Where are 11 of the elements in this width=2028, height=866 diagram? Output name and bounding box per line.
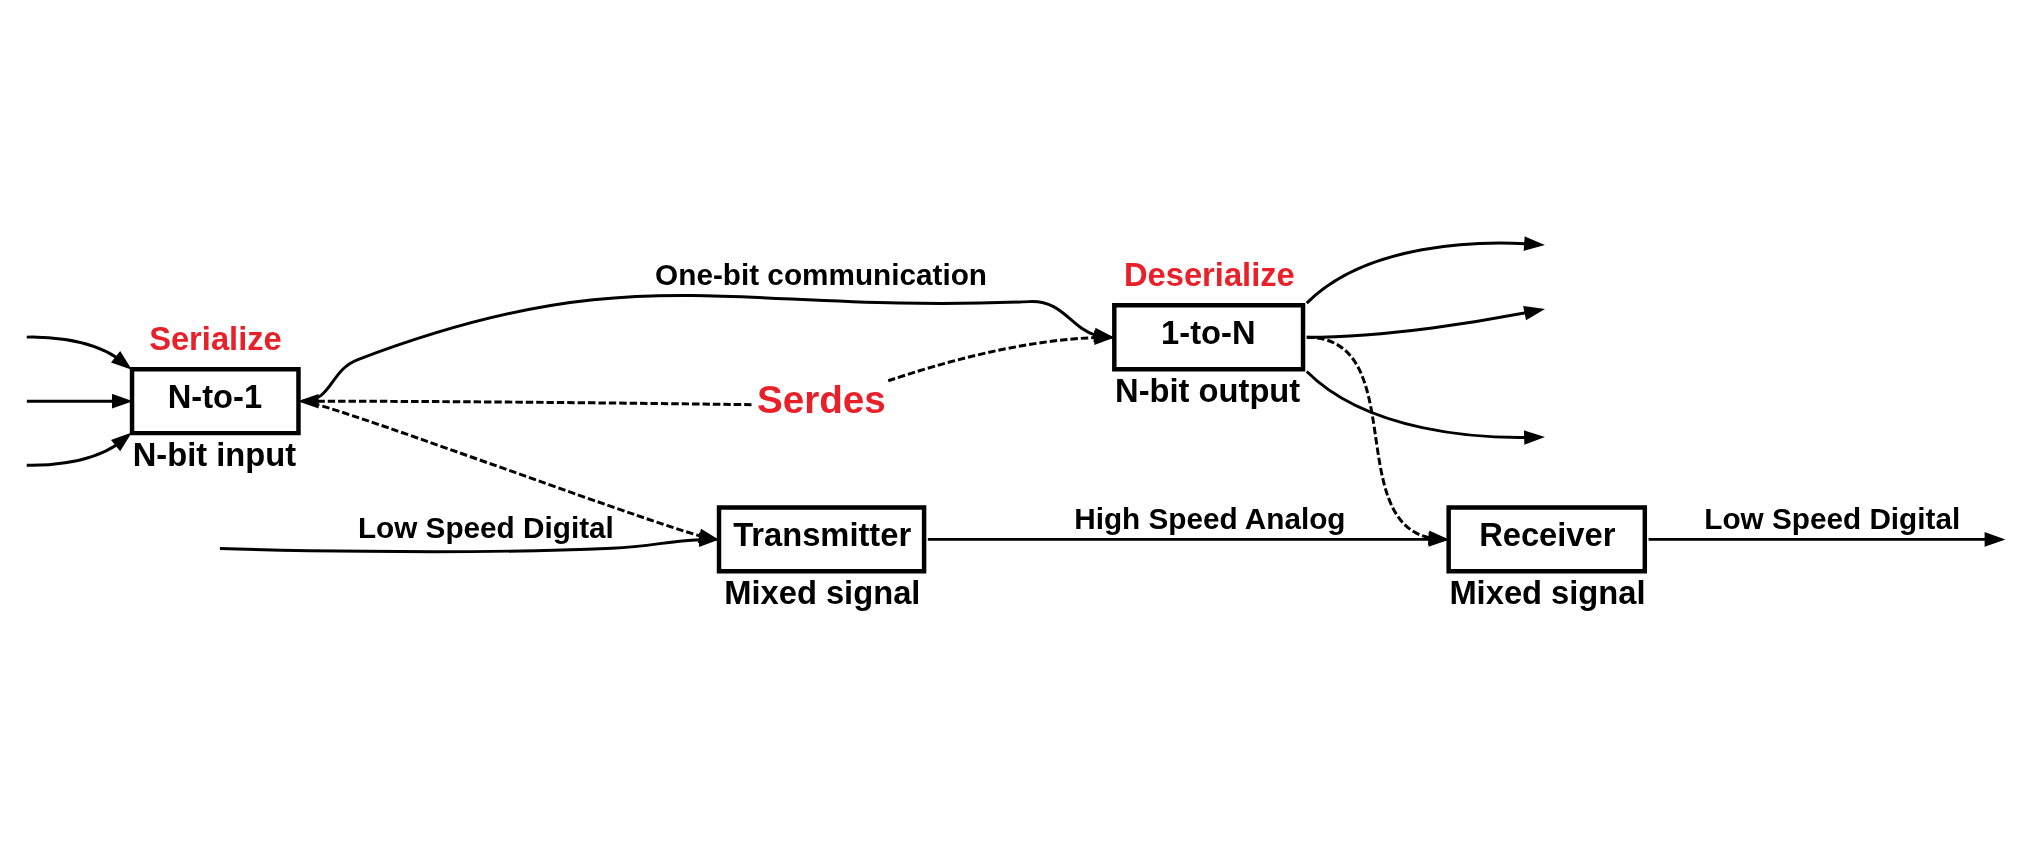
edge-label: Low Speed Digital [1704, 501, 1961, 535]
node-text: Serdes [756, 377, 886, 421]
node-label: Serialize [149, 319, 282, 357]
node-label: N-bit input [132, 435, 297, 473]
node-label: Deserialize [1123, 255, 1295, 293]
node-label: N-bit output [1115, 371, 1301, 409]
edge-label: Low Speed Digital [357, 510, 614, 544]
node-label: Mixed signal [724, 573, 921, 611]
node-label: Mixed signal [1449, 573, 1646, 611]
edge-label: High Speed Analog [1074, 501, 1346, 535]
edge-label: One-bit communication [655, 257, 987, 291]
